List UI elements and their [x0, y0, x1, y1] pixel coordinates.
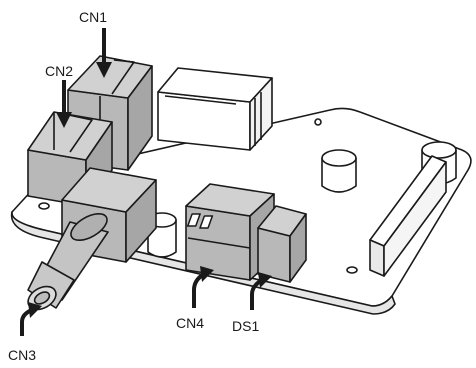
relay-block [158, 68, 272, 150]
mount-hole-mid [347, 267, 357, 273]
label-cn2: CN2 [45, 63, 73, 79]
mount-hole-left [39, 203, 49, 209]
pad [315, 119, 321, 125]
label-cn1: CN1 [79, 9, 107, 25]
arrow-cn3 [22, 302, 42, 336]
label-cn3: CN3 [8, 347, 36, 363]
label-cn4: CN4 [176, 315, 204, 331]
label-ds1: DS1 [232, 318, 259, 334]
capacitor-1 [322, 150, 356, 192]
